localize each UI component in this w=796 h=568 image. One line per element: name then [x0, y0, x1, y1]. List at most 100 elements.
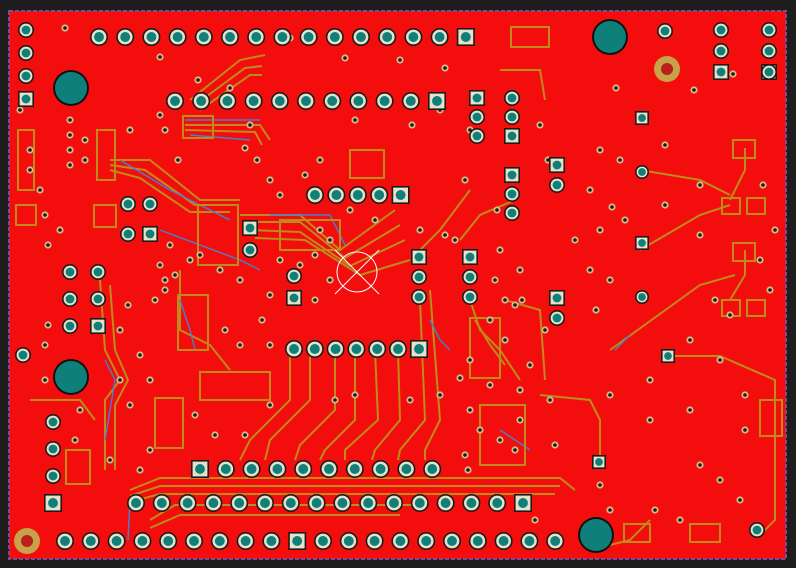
pad-round	[62, 318, 78, 334]
via	[406, 396, 414, 404]
pad-round	[326, 340, 345, 358]
pad-round	[142, 196, 158, 212]
mounting-hole	[578, 517, 614, 553]
via	[516, 386, 524, 394]
via	[241, 144, 249, 152]
pad-square	[286, 290, 302, 306]
pad-square	[456, 28, 475, 46]
via	[316, 156, 324, 164]
pad-round	[389, 340, 407, 358]
via	[156, 111, 164, 119]
via	[711, 296, 719, 304]
via	[736, 496, 744, 504]
smd-pad	[510, 26, 550, 48]
via	[161, 276, 169, 284]
via	[186, 256, 194, 264]
pad-round	[204, 494, 223, 512]
pad-round	[242, 460, 261, 478]
pad-round	[142, 28, 161, 46]
pad-round	[635, 290, 649, 304]
via	[226, 84, 234, 92]
smd-pad	[746, 197, 766, 215]
via	[466, 406, 474, 414]
pad-round	[749, 522, 765, 538]
via	[526, 361, 534, 369]
via	[331, 396, 339, 404]
mounting-holes-layer	[14, 19, 680, 554]
pad-square	[18, 91, 34, 107]
via	[351, 391, 359, 399]
pad-round	[378, 28, 397, 46]
via	[676, 516, 684, 524]
smd-pad	[96, 129, 116, 181]
trace	[149, 514, 400, 529]
pad-round	[242, 242, 258, 258]
pad-round	[430, 28, 449, 46]
via	[66, 146, 74, 154]
via	[146, 376, 154, 384]
trace	[199, 74, 262, 111]
trace	[264, 350, 311, 461]
smd-pad	[469, 317, 501, 379]
via	[696, 461, 704, 469]
pad-round	[299, 28, 318, 46]
pad-round	[546, 532, 565, 550]
mounting-hole	[53, 359, 89, 395]
pad-square	[391, 186, 410, 204]
via	[156, 261, 164, 269]
pad-round	[320, 460, 338, 478]
via	[194, 76, 202, 84]
via	[66, 161, 74, 169]
pad-round	[218, 92, 237, 110]
trace	[344, 349, 380, 460]
pad-round	[166, 92, 184, 110]
inner-traces-layer	[104, 119, 631, 541]
pad-round	[549, 177, 565, 193]
via	[171, 271, 179, 279]
pad-square	[411, 249, 427, 265]
pad-round	[216, 460, 235, 478]
via	[766, 286, 774, 294]
via	[136, 351, 144, 359]
pad-round	[62, 264, 78, 280]
pad-square	[90, 318, 106, 334]
pad-square	[661, 349, 675, 363]
smd-pad	[65, 449, 91, 485]
via	[326, 236, 334, 244]
pad-round	[761, 22, 777, 38]
pad-round	[247, 28, 266, 46]
smd-pad	[721, 197, 741, 215]
smd-pad	[732, 139, 756, 159]
pad-round	[159, 532, 178, 550]
via	[266, 291, 274, 299]
pad-round	[325, 28, 344, 46]
pad-square	[504, 128, 520, 144]
pad-round	[370, 186, 389, 204]
via	[531, 516, 539, 524]
trace	[185, 124, 271, 141]
pad-round	[345, 460, 364, 478]
pad-square	[635, 236, 649, 250]
via	[126, 401, 134, 409]
pad-square	[592, 455, 606, 469]
via	[236, 341, 244, 349]
via	[371, 216, 379, 224]
via	[36, 186, 44, 194]
via	[196, 251, 204, 259]
pad-round	[391, 532, 410, 550]
via	[61, 24, 69, 32]
trace	[609, 519, 651, 546]
pad-round	[268, 460, 287, 478]
via	[161, 126, 169, 134]
via	[729, 70, 737, 78]
mounting-hole-small	[14, 528, 40, 554]
via	[346, 206, 354, 214]
via	[81, 136, 89, 144]
pad-round	[56, 532, 74, 550]
pad-round	[305, 340, 324, 358]
trace	[371, 349, 402, 461]
pad-round	[168, 28, 187, 46]
pad-round	[401, 92, 420, 110]
via	[276, 191, 284, 199]
smd-pad	[349, 149, 385, 179]
